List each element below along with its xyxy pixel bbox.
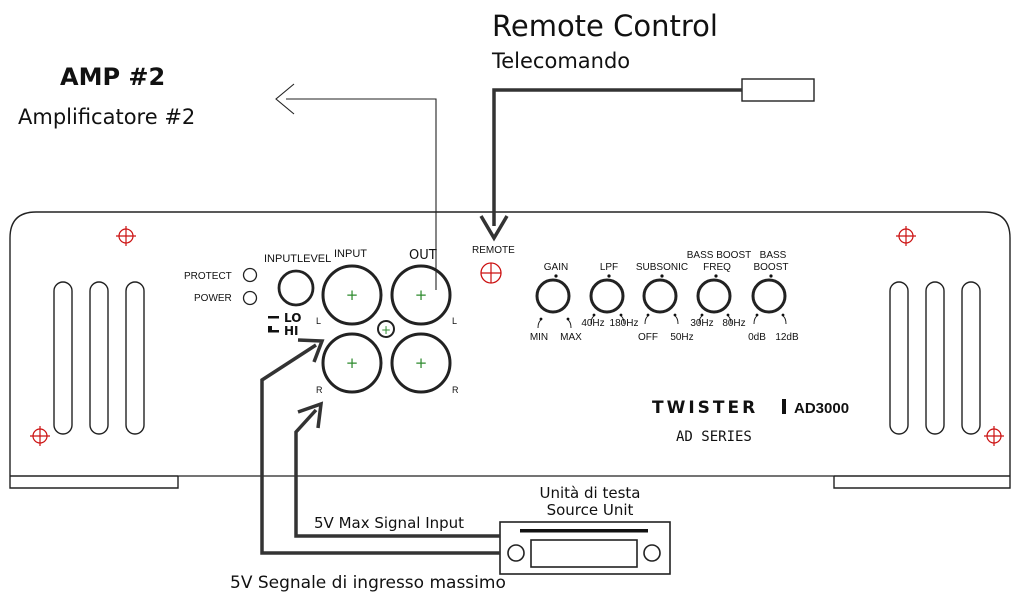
input-level-switch[interactable]: [277, 269, 315, 307]
signal-wire-left: [260, 343, 500, 555]
output-right-jack[interactable]: [390, 332, 452, 394]
bass-boost-heading: BASS BOOST: [687, 250, 751, 261]
vent-slot: [53, 281, 73, 435]
protect-led-icon: [242, 267, 258, 283]
input-level-label: INPUTLEVEL: [264, 253, 331, 265]
bass-freq-max-label: 80Hz: [722, 318, 745, 329]
gain-knob[interactable]: [535, 278, 571, 314]
hi-switch-icon: [268, 326, 279, 333]
vent-slot: [125, 281, 145, 435]
bass-boost-top-label: BASS: [760, 250, 787, 261]
plus-symbol: +: [346, 286, 359, 304]
series-label: AD SERIES: [676, 429, 752, 445]
bass-freq-knob-group: BASS BOOST FREQ 30Hz 80Hz: [687, 250, 751, 329]
vent-slot: [889, 281, 909, 435]
input-left-jack[interactable]: [321, 264, 383, 326]
amp-chassis: [9, 211, 1011, 476]
mount-screw-icon: [984, 426, 1004, 446]
arrow-up-right-icon: [297, 338, 325, 363]
head-unit-en-label: Source Unit: [547, 501, 634, 519]
amp-title: AMP #2: [60, 63, 165, 91]
out-label: OUT: [409, 248, 437, 263]
bass-freq-min-label: 30Hz: [690, 318, 713, 329]
vent-slot: [89, 281, 109, 435]
subsonic-max-label: 50Hz: [670, 332, 693, 343]
center-ground-icon: [377, 320, 395, 338]
subsonic-min-label: OFF: [638, 332, 658, 343]
bass-freq-knob[interactable]: [696, 278, 732, 314]
subsonic-knob[interactable]: [642, 278, 678, 314]
bass-boost-max-label: 12dB: [775, 332, 799, 343]
gain-max-label: MAX: [560, 332, 582, 343]
head-unit-knob-left-icon: [507, 544, 525, 562]
gain-label: GAIN: [544, 262, 568, 273]
bass-boost-knob[interactable]: [751, 278, 787, 314]
bass-freq-label: FREQ: [703, 262, 731, 273]
lo-switch-icon: [268, 316, 279, 319]
power-label: POWER: [194, 293, 232, 304]
plus-symbol: +: [346, 354, 359, 372]
chassis-foot-right: [833, 476, 1011, 489]
signal-input-it-label: 5V Segnale di ingresso massimo: [230, 573, 506, 593]
output-to-amp2-wire: [286, 98, 437, 290]
protect-label: PROTECT: [184, 271, 232, 282]
bass-boost-label: BOOST: [753, 262, 788, 273]
amp-subtitle: Amplificatore #2: [18, 105, 195, 129]
remote-wire: [492, 88, 742, 226]
arrow-down-icon: [479, 215, 509, 242]
model-label: AD3000: [794, 400, 849, 417]
head-unit-knob-right-icon: [643, 544, 661, 562]
hi-label: HI: [284, 324, 299, 338]
subsonic-label: SUBSONIC: [636, 262, 688, 273]
output-left-jack[interactable]: [390, 264, 452, 326]
signal-input-en-label: 5V Max Signal Input: [314, 514, 464, 532]
lpf-min-label: 40Hz: [581, 318, 604, 329]
input-right-channel-label: R: [316, 385, 323, 395]
mount-screw-icon: [116, 226, 136, 246]
lpf-label: LPF: [600, 262, 618, 273]
vent-slot: [925, 281, 945, 435]
input-right-jack[interactable]: [321, 332, 383, 394]
remote-port-label: REMOTE: [472, 245, 515, 256]
cd-slot: [520, 529, 648, 533]
input-left-channel-label: L: [316, 316, 321, 326]
lo-label: LO: [284, 311, 301, 325]
lpf-knob-group: LPF 40Hz 180Hz: [581, 262, 638, 329]
head-unit-it-label: Unità di testa: [540, 484, 641, 502]
vent-slot: [961, 281, 981, 435]
plus-symbol: +: [381, 323, 391, 337]
brand-separator: [782, 399, 786, 414]
gain-knob-group: GAIN MIN MAX: [530, 262, 582, 343]
mount-screw-icon: [896, 226, 916, 246]
output-right-channel-label: R: [452, 385, 459, 395]
head-unit-display: [530, 539, 638, 568]
arrow-up-right-icon: [297, 401, 324, 429]
brand-logo: TWISTER: [652, 398, 758, 418]
remote-control-unit: [741, 78, 815, 102]
bass-boost-knob-group: BASS BOOST 0dB 12dB: [748, 250, 799, 343]
mount-screw-icon: [30, 426, 50, 446]
plus-symbol: +: [415, 286, 428, 304]
input-label: INPUT: [334, 248, 367, 260]
output-left-channel-label: L: [452, 316, 457, 326]
plus-symbol: +: [415, 354, 428, 372]
arrow-left-icon: [275, 83, 295, 115]
lpf-max-label: 180Hz: [610, 318, 639, 329]
power-led-icon: [242, 290, 258, 306]
remote-title: Remote Control: [492, 9, 718, 43]
remote-subtitle: Telecomando: [491, 49, 630, 73]
chassis-foot-left: [9, 476, 179, 489]
bass-boost-min-label: 0dB: [748, 332, 766, 343]
gain-min-label: MIN: [530, 332, 548, 343]
signal-wire-right: [294, 408, 500, 538]
subsonic-knob-group: SUBSONIC OFF 50Hz: [636, 262, 694, 343]
lpf-knob[interactable]: [589, 278, 625, 314]
